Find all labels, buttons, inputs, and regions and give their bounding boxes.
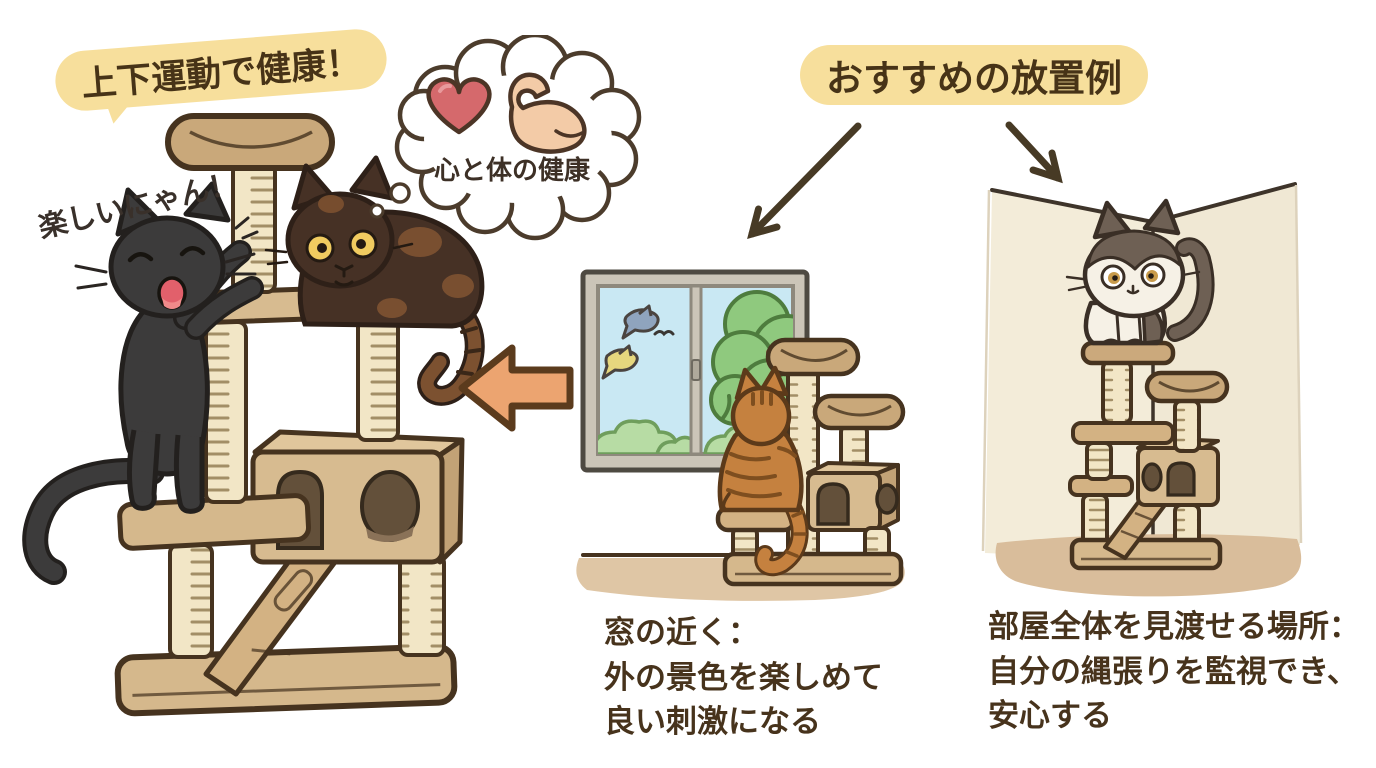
black-cat-illustration	[22, 181, 264, 585]
bicolor-cat-illustration	[1065, 198, 1215, 346]
scratching-post	[398, 553, 446, 657]
small-cat-tree	[715, 337, 906, 587]
arrow-to-corner-icon	[1005, 121, 1063, 184]
heart-icon	[426, 77, 492, 135]
thought-trail-bubble	[389, 182, 411, 204]
window-scene-illustration	[576, 269, 906, 601]
yellow-bird	[601, 344, 639, 380]
thought-trail-bubble	[369, 203, 385, 219]
tree-top-bed	[165, 113, 335, 171]
tree-round-bed	[1144, 370, 1230, 404]
caption-line: 窓の近く：	[604, 615, 759, 651]
thought-bubble-label: 心と体の健康	[433, 156, 590, 186]
window-handle	[691, 359, 701, 381]
tree-base	[1069, 537, 1223, 571]
tree-top-platform	[1080, 340, 1176, 366]
big-cat-tree-illustration	[22, 113, 485, 717]
distant-birds	[653, 330, 675, 337]
caption-line: 良い刺激になる	[604, 704, 821, 741]
left-arrow-icon	[458, 344, 574, 432]
caption-line: 安心する	[988, 698, 1112, 735]
pointer-arrows	[747, 121, 1063, 240]
window-caption: 窓の近く： 外の景色を楽しめて 良い刺激になる	[604, 611, 924, 745]
caption-line: 自分の縄張りを監視でき、	[988, 653, 1358, 690]
scratching-post	[168, 543, 214, 659]
health-benefit-badge-label: 上下運動で健康！	[80, 42, 363, 105]
placement-title-badge-label: おすすめの放置例	[826, 57, 1122, 100]
tree-platform	[1071, 421, 1175, 445]
thought-bubble	[369, 35, 642, 241]
caption-line: 外の景色を楽しめて	[604, 659, 883, 696]
flexed-biceps-icon	[508, 72, 587, 154]
blue-bird	[621, 304, 660, 340]
scratching-post	[356, 314, 400, 442]
tortoiseshell-cat-illustration	[264, 155, 485, 406]
tree-round-platform	[812, 393, 906, 431]
scratching-post	[204, 320, 248, 504]
corner-caption: 部屋全体を見渡せる場所： 自分の縄張りを監視でき、 安心する	[988, 605, 1368, 739]
bush	[598, 419, 679, 454]
tree-top-bed	[765, 337, 861, 377]
tree-base	[722, 551, 904, 587]
bush	[655, 435, 690, 454]
corner-cat-tree	[1068, 340, 1230, 571]
placement-title-badge: おすすめの放置例	[800, 45, 1148, 105]
arrow-to-window-icon	[747, 122, 862, 240]
corner-scene-illustration	[981, 182, 1303, 597]
tabby-cat-illustration	[717, 365, 809, 577]
caption-line: 部屋全体を見渡せる場所：	[988, 609, 1360, 645]
